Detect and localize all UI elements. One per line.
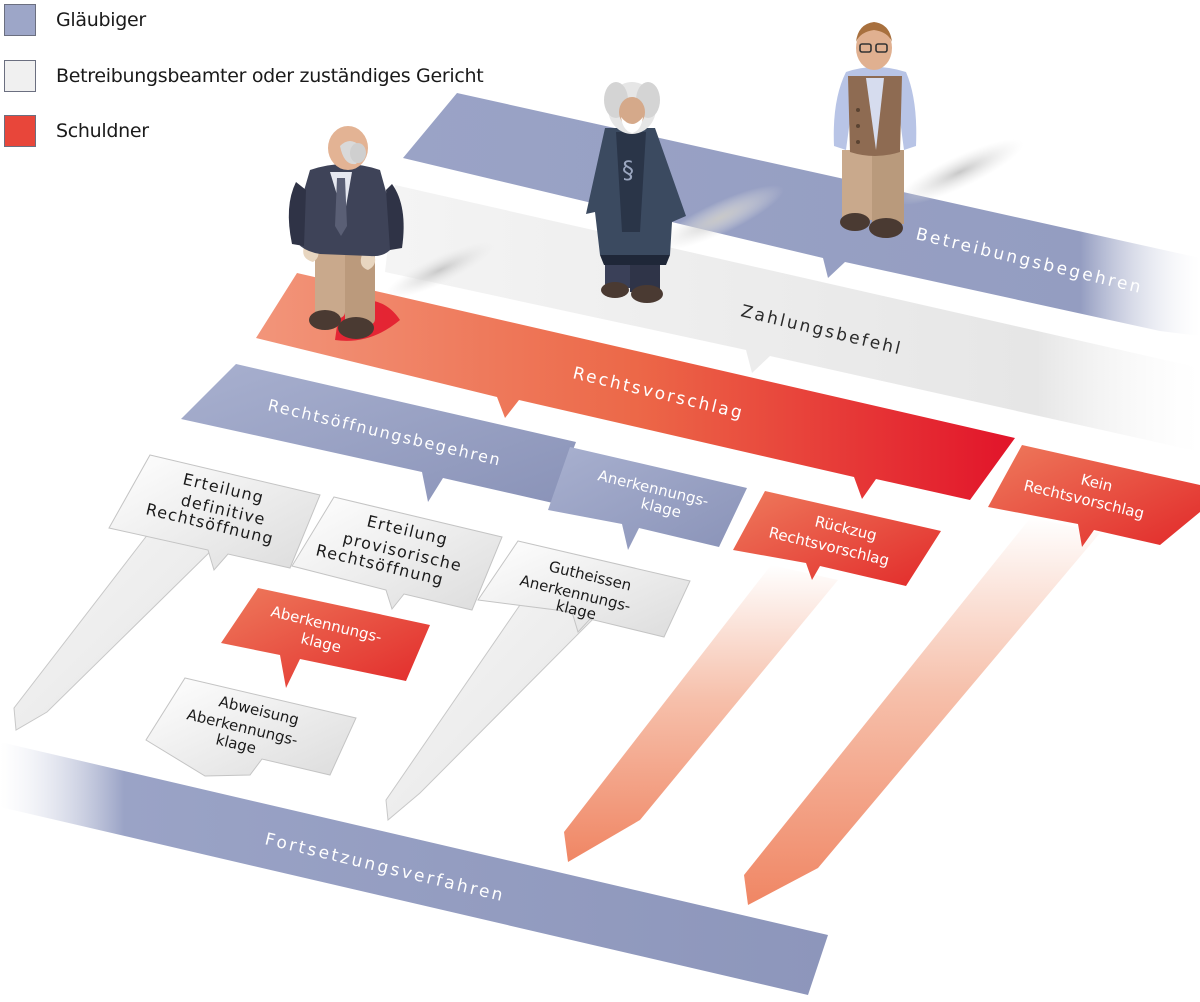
legend-authority-swatch <box>4 60 36 92</box>
box-rueckzug-rechtsvorschlag: Rückzug Rechtsvorschlag <box>733 491 941 586</box>
legend-creditor-swatch <box>4 4 36 36</box>
legend-creditor: Gläubiger <box>4 3 146 37</box>
legend-debtor: Schuldner <box>4 114 149 148</box>
band-rechtsvorschlag: Rechtsvorschlag <box>256 273 1015 500</box>
arrow-rueckzug-to-fortsetzung <box>564 565 838 862</box>
debtor-figure <box>288 126 404 341</box>
box-abweisung-aberkennungsklage: Abweisung Aberkennungs- klage <box>145 677 357 777</box>
paragraph-icon: § <box>622 156 634 184</box>
box-aberkennungsklage: Aberkennungs- klage <box>221 588 430 688</box>
legend-creditor-label: Gläubiger <box>56 9 146 31</box>
box-anerkennungsklage: Anerkennungs- klage <box>548 447 747 550</box>
judge-figure: § <box>586 82 686 303</box>
creditor-figure <box>833 22 917 238</box>
box-kein-rechtsvorschlag: Kein Rechtsvorschlag <box>988 445 1200 547</box>
box-erteilung-definitive: Erteilung definitive Rechtsöffnung <box>108 454 321 572</box>
legend-authority-label: Betreibungsbeamter oder zuständiges Geri… <box>56 65 484 87</box>
legend-authority: Betreibungsbeamter oder zuständiges Geri… <box>4 59 484 93</box>
box-erteilung-provisorische: Erteilung provisorische Rechtsöffnung <box>291 496 503 611</box>
arrow-kein-to-fortsetzung <box>744 517 1100 905</box>
band-zahlungsbefehl: Zahlungsbefehl <box>385 185 1200 452</box>
legend-debtor-swatch <box>4 115 36 147</box>
legend-debtor-label: Schuldner <box>56 120 149 142</box>
